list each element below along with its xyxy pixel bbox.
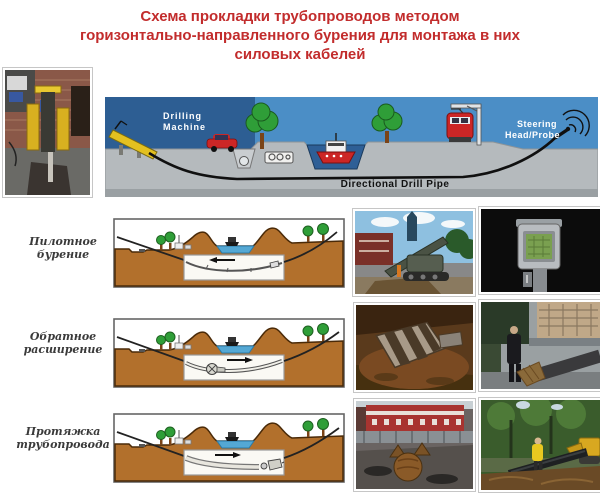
reamer-head bbox=[206, 363, 226, 375]
mini-rig bbox=[139, 335, 192, 352]
signal-waves-icon bbox=[562, 109, 590, 137]
steering-head-label: Steering Head/Probe bbox=[505, 119, 560, 140]
conduit-box bbox=[264, 151, 294, 164]
hdd-overview-diagram: Drilling Machine Steering Head/Probe Dir… bbox=[105, 97, 598, 197]
photo-reamer-closeup bbox=[354, 303, 475, 392]
car bbox=[206, 134, 238, 152]
diagram-pipe-pulling bbox=[113, 413, 345, 483]
drill-string-exit bbox=[283, 231, 338, 263]
direction-arrow-right bbox=[215, 452, 241, 458]
drilling-machine-label: Drilling Machine bbox=[163, 111, 206, 132]
directional-drill-pipe-label: Directional Drill Pipe bbox=[341, 179, 450, 190]
tree-right bbox=[371, 103, 403, 143]
reamer-heads bbox=[389, 442, 431, 482]
mini-ship bbox=[225, 237, 239, 246]
pulled-pipe bbox=[507, 448, 589, 478]
direction-arrow-right bbox=[227, 357, 253, 363]
page-title-line2: горизонтально-направленного бурения для … bbox=[80, 27, 520, 44]
drill-string bbox=[116, 431, 185, 457]
swivel-assembly bbox=[260, 458, 285, 471]
mini-trees bbox=[156, 223, 329, 250]
mini-ship bbox=[225, 432, 239, 441]
drilling-rig bbox=[108, 120, 158, 160]
train bbox=[446, 106, 474, 142]
photo-pipe-with-pull-head bbox=[479, 300, 600, 391]
mini-rig bbox=[139, 235, 192, 252]
drill-string bbox=[116, 336, 185, 362]
mini-trees bbox=[156, 418, 329, 445]
page-title-line1: Схема прокладки трубопроводов методом bbox=[140, 8, 460, 25]
drill-string-exit bbox=[283, 427, 340, 459]
stage-label-pilot-drilling: Пилотное бурение bbox=[29, 235, 97, 261]
photo-pipe-pull-site bbox=[479, 398, 600, 492]
photo-hdd-drill-machine bbox=[3, 68, 92, 197]
photo-drill-rig-city bbox=[353, 209, 475, 296]
excavator bbox=[566, 437, 600, 464]
drill-string bbox=[116, 236, 185, 261]
hdd-overview-graphic: Drilling Machine Steering Head/Probe Dir… bbox=[105, 97, 598, 197]
mini-ship bbox=[225, 337, 239, 346]
worker-yellow bbox=[532, 437, 543, 471]
mini-rig bbox=[139, 430, 192, 447]
stage-label-pipe-pulling: Протяжка трубопровода bbox=[16, 425, 110, 451]
drill-pipe-path bbox=[148, 137, 556, 181]
mini-trees bbox=[156, 323, 329, 350]
stage-label-back-reaming: Обратное расширение bbox=[23, 330, 103, 356]
catenary-pole bbox=[450, 103, 482, 146]
drill-string-exit bbox=[283, 331, 340, 362]
page-title: Схема прокладки трубопроводов методом го… bbox=[0, 7, 600, 64]
diagram-pilot-drilling bbox=[113, 218, 345, 288]
pull-head bbox=[516, 361, 546, 387]
tree-left bbox=[245, 102, 279, 149]
photo-locator-device bbox=[479, 207, 600, 294]
diagram-back-reaming bbox=[113, 318, 345, 388]
steering-probe bbox=[554, 128, 568, 140]
photo-excavation-reamers bbox=[354, 399, 475, 491]
page-title-line3: силовых кабелей bbox=[234, 46, 366, 63]
direction-arrow-left bbox=[209, 257, 235, 263]
pilot-head bbox=[269, 260, 280, 269]
reamer-cone bbox=[375, 321, 464, 369]
ship bbox=[316, 133, 356, 164]
photo-hdd-drill-machine-graphic bbox=[5, 70, 90, 195]
